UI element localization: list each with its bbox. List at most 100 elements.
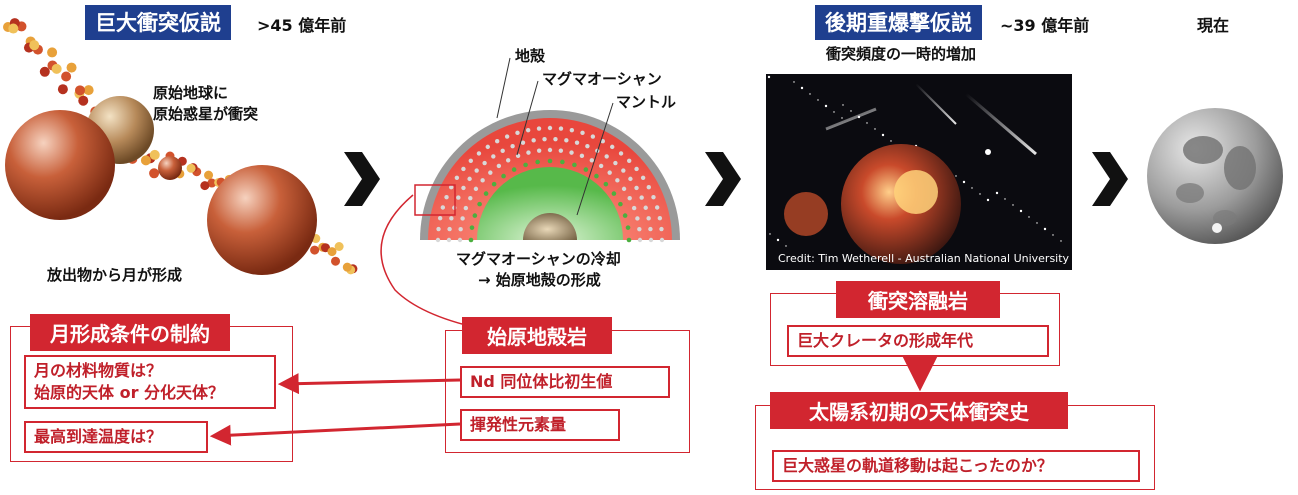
crust-particle bbox=[504, 134, 510, 139]
crust-particle bbox=[621, 168, 626, 173]
ejecta-particle bbox=[327, 247, 337, 257]
label-magma-ocean: マグマオーシャン bbox=[542, 70, 662, 88]
core bbox=[523, 213, 577, 240]
crust-particle bbox=[639, 195, 644, 200]
ejecta-particle bbox=[334, 242, 344, 252]
crust-particle bbox=[626, 158, 632, 164]
crust-particle bbox=[456, 195, 461, 200]
crust-particle bbox=[631, 205, 637, 211]
lhb-artwork: Credit: Tim Wetherell - Australian Natio… bbox=[766, 74, 1072, 270]
crust-particle bbox=[610, 144, 615, 150]
ejecta-particle bbox=[207, 178, 217, 188]
crust-particle bbox=[440, 205, 446, 210]
ejecta-label: 放出物から月が形成 bbox=[47, 266, 183, 284]
impact-history-title: 太陽系初期の天体衝突史 bbox=[770, 392, 1068, 429]
ejecta-particle bbox=[149, 168, 160, 179]
crust-particle bbox=[600, 139, 605, 144]
star bbox=[1052, 234, 1054, 236]
crust-particle bbox=[482, 160, 487, 166]
mantle-particle bbox=[583, 167, 589, 172]
ejecta-particle bbox=[29, 40, 40, 51]
crust-particle bbox=[460, 216, 465, 221]
giant-impact-title: 巨大衝突仮説 bbox=[85, 5, 231, 40]
ejecta-particle bbox=[320, 243, 330, 253]
crust-particle bbox=[635, 216, 640, 221]
star bbox=[971, 187, 973, 189]
crust-particle bbox=[526, 150, 531, 155]
crust-particle bbox=[468, 158, 474, 164]
label-crust: 地殻 bbox=[515, 47, 546, 65]
ejecta-particle bbox=[61, 71, 72, 82]
crust-particle bbox=[640, 175, 646, 180]
crust-particle bbox=[646, 185, 651, 190]
magma-caption-2: → 始原地殻の形成 bbox=[478, 271, 601, 289]
crust-particle bbox=[437, 215, 443, 221]
giant-impact-era: >45 億年前 bbox=[257, 16, 347, 35]
crust-particle bbox=[461, 166, 466, 172]
ejecta-particle bbox=[75, 85, 86, 96]
crust-particle bbox=[579, 153, 585, 159]
star bbox=[874, 128, 876, 130]
crust-particle bbox=[436, 226, 441, 232]
mantle-particle bbox=[468, 237, 474, 243]
star bbox=[986, 198, 990, 202]
ejecta-particle bbox=[186, 163, 196, 173]
ejecta-particle bbox=[200, 181, 210, 191]
crust-particle bbox=[547, 125, 553, 131]
crust-particle bbox=[637, 237, 643, 243]
mantle-particle bbox=[618, 201, 623, 207]
crust-particle bbox=[458, 226, 463, 232]
mantle-particle bbox=[572, 162, 577, 168]
crust-particle bbox=[474, 168, 479, 173]
star bbox=[776, 238, 780, 242]
lhb-subtitle: 衝突頻度の一時的増加 bbox=[826, 45, 977, 63]
ejecta-particle bbox=[342, 262, 352, 272]
primordial-crust-title: 始原地殻岩 bbox=[462, 317, 612, 354]
crust-particle bbox=[659, 226, 664, 232]
mantle-particle bbox=[472, 213, 478, 218]
star bbox=[817, 99, 819, 101]
crust-particle bbox=[654, 205, 660, 210]
star bbox=[793, 81, 795, 83]
crust-particle bbox=[589, 158, 595, 163]
process-arrow-3 bbox=[1092, 152, 1128, 206]
crust-particle bbox=[615, 178, 620, 183]
crust-particle bbox=[491, 154, 496, 159]
crust-particle bbox=[435, 237, 441, 243]
star bbox=[1028, 216, 1030, 218]
star bbox=[1060, 240, 1062, 242]
crust-particle bbox=[651, 194, 656, 200]
crust-particle bbox=[598, 163, 604, 169]
crust-particle bbox=[547, 147, 553, 153]
crust-particle bbox=[657, 215, 663, 221]
mantle-particle bbox=[511, 167, 517, 172]
crust-particle bbox=[613, 160, 618, 166]
moon-constraints-title: 月形成条件の制約 bbox=[30, 314, 230, 351]
crust-particle bbox=[473, 186, 479, 192]
crust-particle bbox=[510, 143, 515, 149]
proto-earth bbox=[5, 110, 115, 220]
volatile-element-item: 揮発性元素量 bbox=[460, 409, 620, 441]
crust-particle bbox=[558, 148, 564, 153]
crust-particle bbox=[558, 126, 564, 131]
ejecta-particle bbox=[39, 66, 50, 77]
crust-particle bbox=[449, 185, 454, 190]
crust-particle bbox=[646, 216, 651, 221]
crust-particle bbox=[495, 139, 500, 144]
mantle-particle bbox=[622, 213, 628, 218]
ejecta-particle bbox=[140, 155, 151, 166]
star bbox=[866, 122, 868, 124]
star bbox=[833, 111, 835, 113]
mantle-particle bbox=[611, 191, 617, 196]
star bbox=[962, 180, 966, 184]
crust-particle bbox=[449, 216, 454, 221]
star bbox=[850, 110, 852, 112]
star bbox=[841, 117, 843, 119]
collision-label-2: 原始惑星が衝突 bbox=[153, 105, 259, 123]
mantle-particle bbox=[560, 159, 565, 165]
mantle-particle bbox=[483, 191, 489, 196]
mantle-particle bbox=[477, 201, 482, 207]
crust-particle bbox=[467, 176, 472, 182]
ejecta-particle bbox=[66, 62, 77, 73]
crust-particle bbox=[447, 226, 452, 232]
